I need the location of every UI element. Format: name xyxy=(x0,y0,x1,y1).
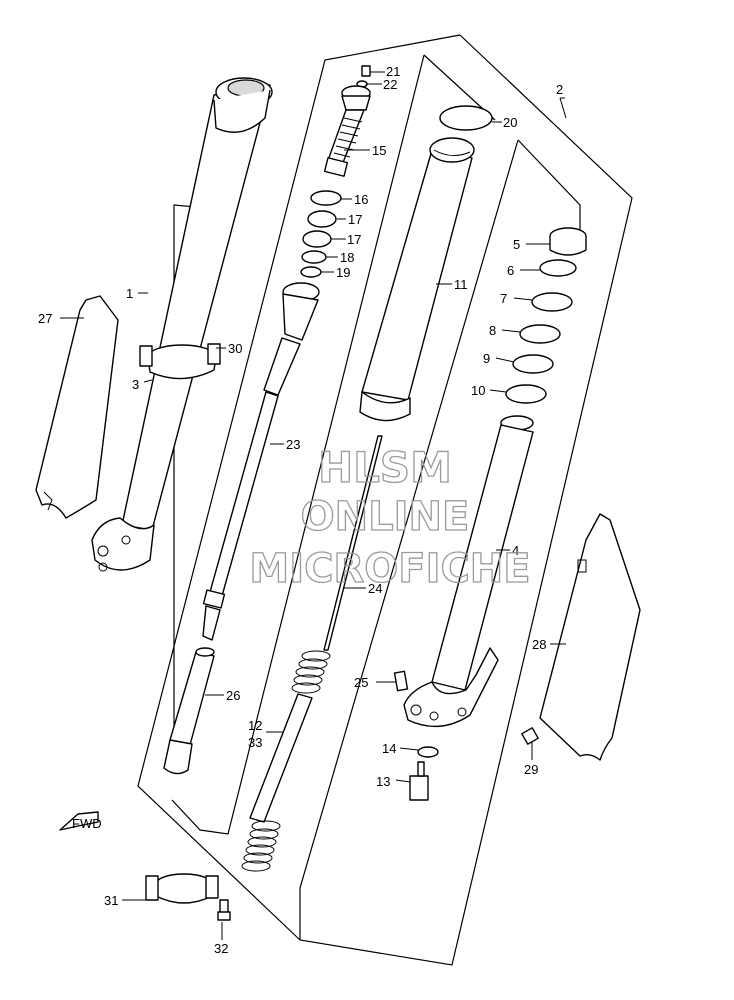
sleeve-part-26 xyxy=(163,647,215,775)
callout-21: 21 xyxy=(386,64,400,79)
ring-stack-parts-16-19 xyxy=(300,190,342,278)
washer-part-14 xyxy=(417,746,439,758)
callout-17b: 17 xyxy=(347,232,361,247)
callout-3: 3 xyxy=(132,377,139,392)
callout-30: 30 xyxy=(228,341,242,356)
cap-assembly-part-15 xyxy=(323,65,371,177)
clamp-part-30 xyxy=(139,343,221,380)
watermark-line-3: MICROFICHE xyxy=(249,546,530,592)
bolt-part-32 xyxy=(217,899,231,921)
fwd-arrow-icon: FWD xyxy=(59,811,102,831)
callout-4: 4 xyxy=(512,543,519,558)
bleeder-part-25 xyxy=(393,670,409,692)
damper-rod-part-23 xyxy=(202,282,320,641)
callout-19: 19 xyxy=(336,265,350,280)
watermark-line-1: HLSM xyxy=(318,443,452,492)
callout-32: 32 xyxy=(214,941,228,956)
callout-8: 8 xyxy=(489,323,496,338)
callout-11: 11 xyxy=(454,277,468,292)
callout-18: 18 xyxy=(340,250,354,265)
fork-guard-part-27 xyxy=(35,295,119,519)
seal-stack-parts-5-10 xyxy=(505,227,587,404)
callout-12: 12 xyxy=(248,718,262,733)
fork-guard-part-28 xyxy=(539,513,641,761)
outer-tube-part-4 xyxy=(403,415,534,728)
callout-9: 9 xyxy=(483,351,490,366)
watermark: HLSM ONLINE MICROFICHE xyxy=(249,442,532,592)
assembly-frame xyxy=(137,34,633,966)
callout-1: 1 xyxy=(126,286,133,301)
callout-7: 7 xyxy=(500,291,507,306)
callout-24: 24 xyxy=(368,581,382,596)
callout-25: 25 xyxy=(354,675,368,690)
leader-lines xyxy=(60,71,567,940)
bolt-part-29 xyxy=(521,727,539,745)
spring-part-12 xyxy=(241,650,331,872)
outer-tube-part-1 xyxy=(91,77,273,572)
watermark-line-2: ONLINE xyxy=(301,494,470,540)
oring-part-20 xyxy=(439,105,493,131)
rod-part-24 xyxy=(323,435,383,651)
callout-13: 13 xyxy=(376,774,390,789)
callout-17a: 17 xyxy=(348,212,362,227)
callout-14: 14 xyxy=(382,741,396,756)
fwd-label: FWD xyxy=(72,816,102,831)
callout-22: 22 xyxy=(383,77,397,92)
callout-20: 20 xyxy=(503,115,517,130)
callout-5: 5 xyxy=(513,237,520,252)
callout-33: 33 xyxy=(248,735,262,750)
callout-28: 28 xyxy=(532,637,546,652)
callout-29: 29 xyxy=(524,762,538,777)
callout-16: 16 xyxy=(354,192,368,207)
callout-labels: 21 22 20 2 15 16 17 17 18 19 5 6 7 8 9 1… xyxy=(38,64,563,956)
callout-31: 31 xyxy=(104,893,118,908)
callout-23: 23 xyxy=(286,437,300,452)
callout-2: 2 xyxy=(556,82,563,97)
callout-26: 26 xyxy=(226,688,240,703)
inner-tube-part-11 xyxy=(359,137,475,422)
clamp-part-31 xyxy=(145,873,219,904)
callout-6: 6 xyxy=(507,263,514,278)
bolt-part-13 xyxy=(409,761,429,801)
callout-27: 27 xyxy=(38,311,52,326)
callout-15: 15 xyxy=(372,143,386,158)
callout-10: 10 xyxy=(471,383,485,398)
